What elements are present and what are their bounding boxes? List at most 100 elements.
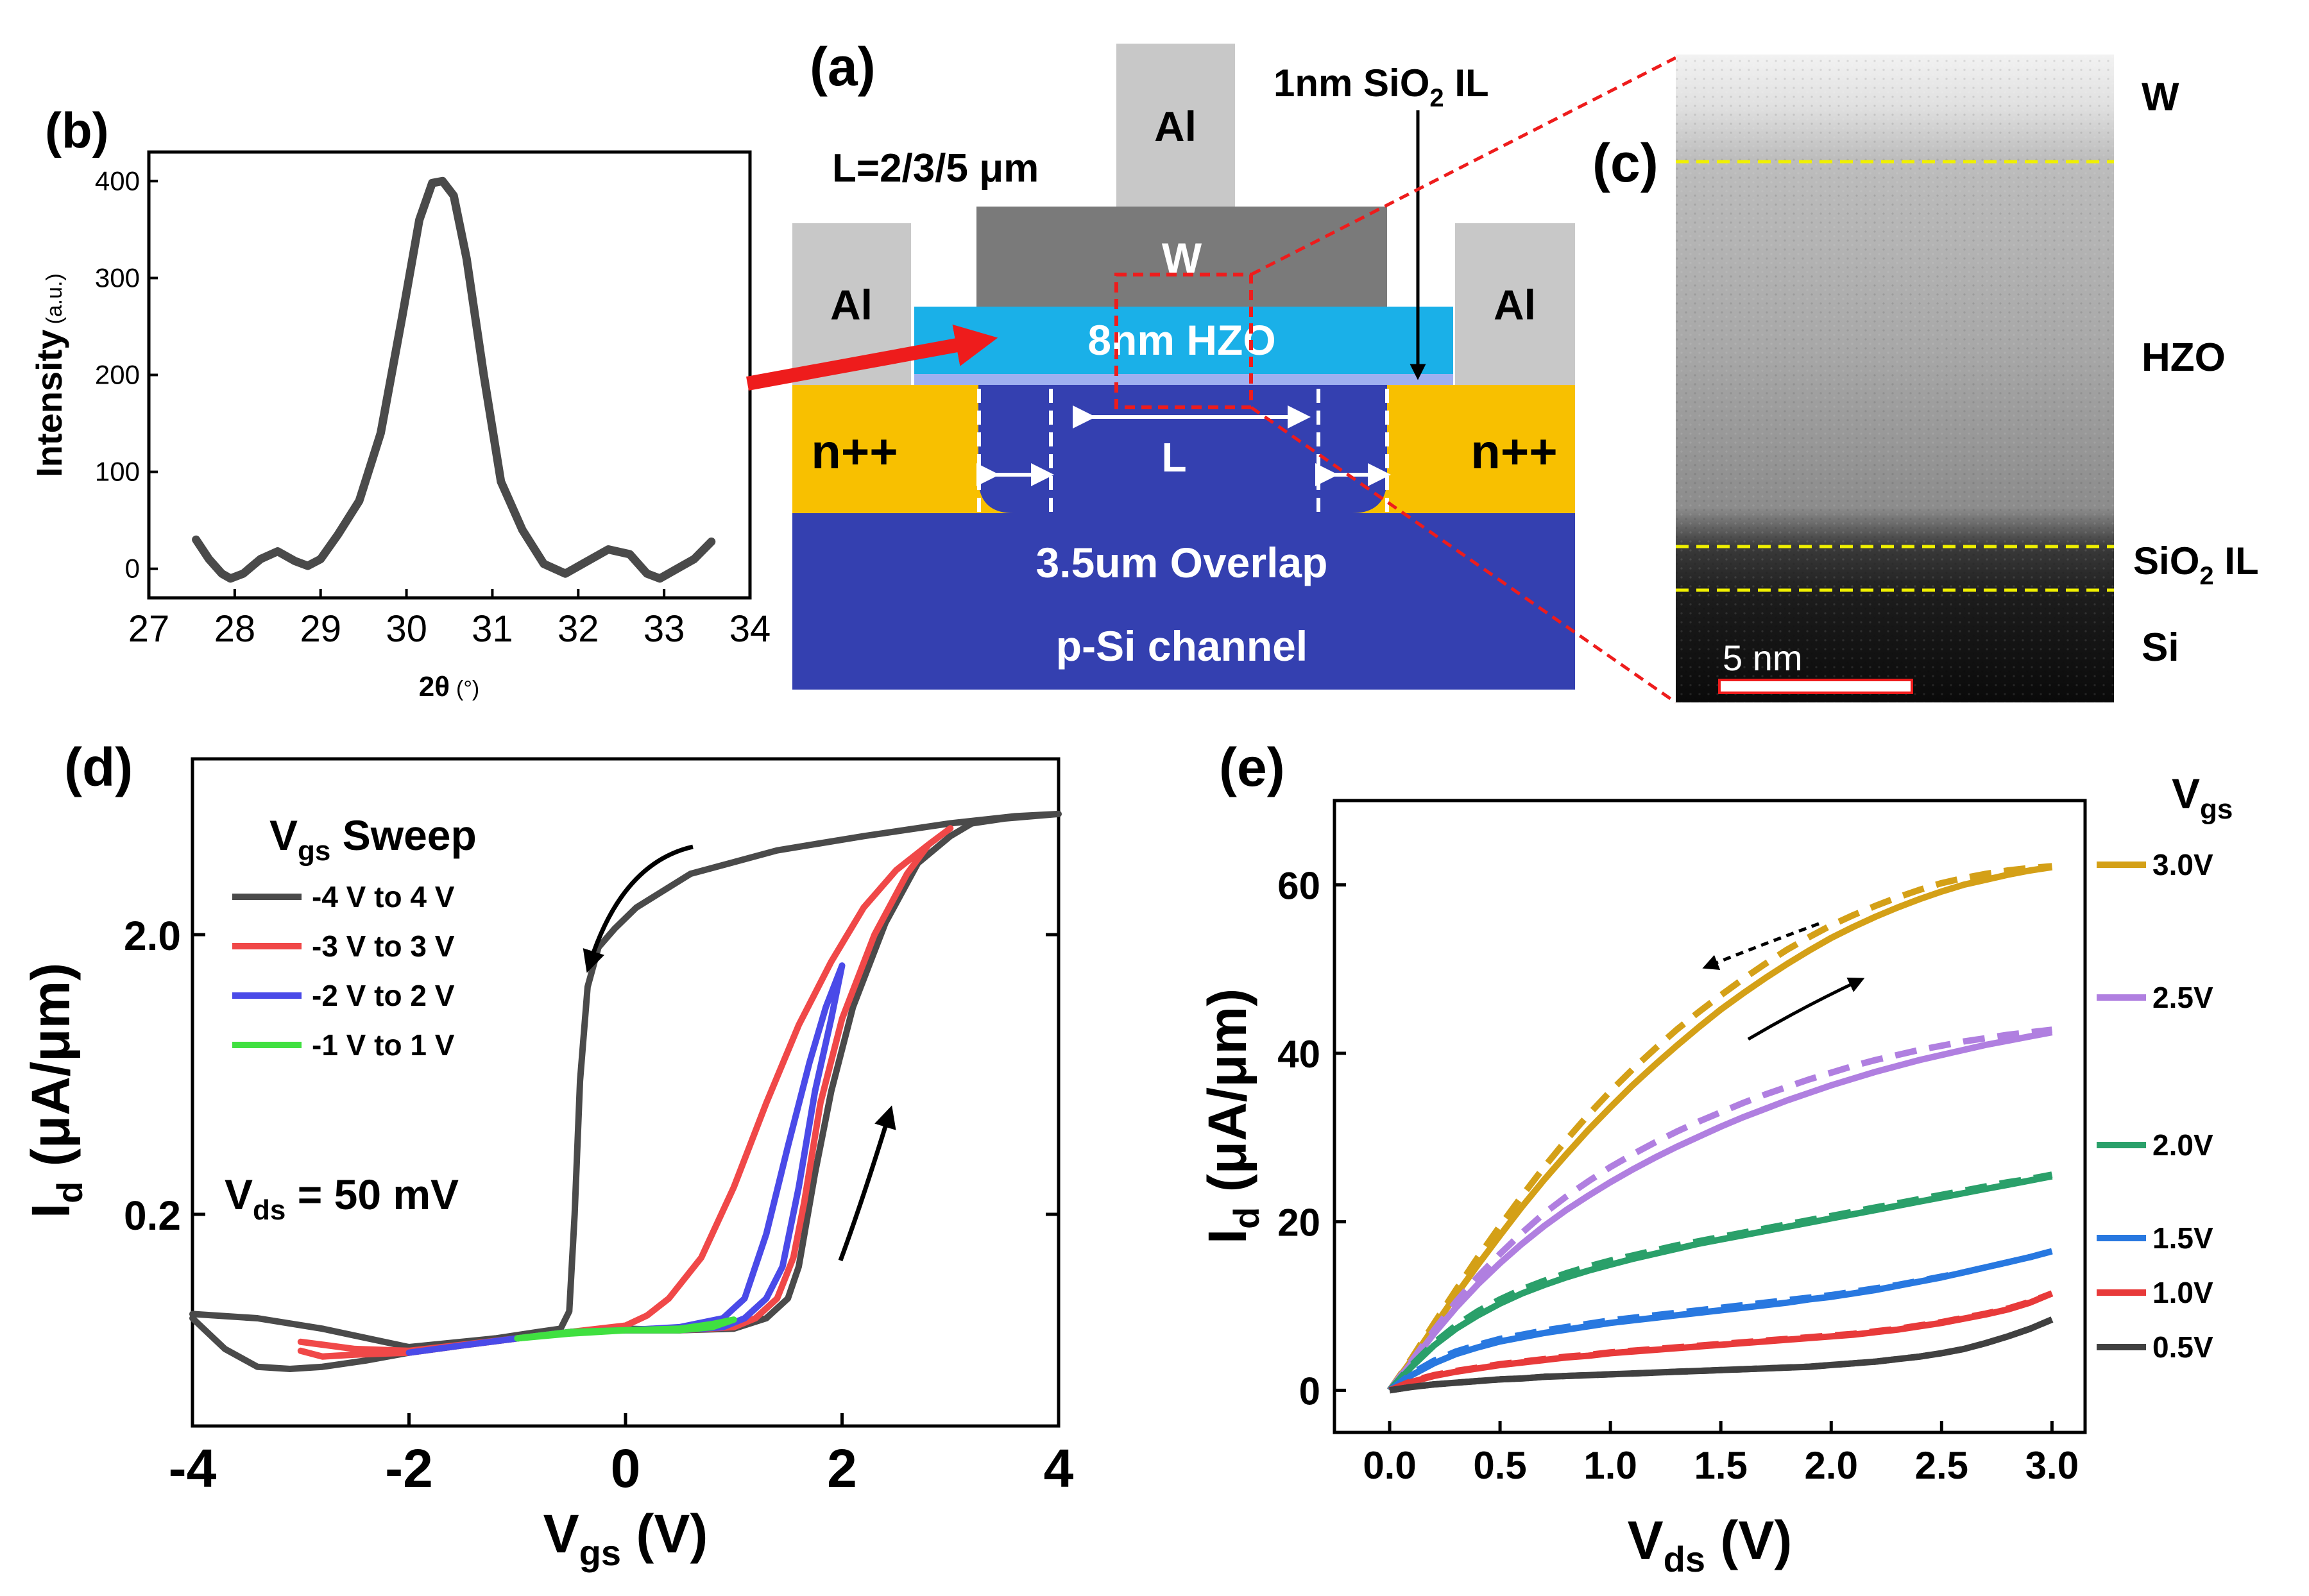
channel-label: p-Si channel (1056, 622, 1308, 670)
n-doped-right (1352, 385, 1575, 513)
xrd-x-tick-label: 31 (472, 608, 513, 650)
tem-sio2-label: SiO2 IL (2133, 539, 2259, 590)
output-forward-line (1387, 1173, 2053, 1393)
output-legend-title: Vgs (2172, 770, 2233, 825)
xrd-x-tick-label: 30 (386, 608, 427, 650)
transfer-x-tick-label: 0 (611, 1438, 641, 1498)
transfer-legend-label: -4 V to 4 V (312, 880, 455, 913)
transfer-xlabel: Vgs (V) (543, 1504, 708, 1573)
output-legend-label: 3.0V (2152, 848, 2213, 881)
tem-hzo-label: HZO (2142, 335, 2226, 380)
tem-w-label: W (2142, 75, 2179, 119)
al-right-label: Al (1494, 281, 1536, 328)
output-reverse-line (1388, 1290, 2054, 1393)
tem-scale-bar (1718, 679, 1913, 694)
transfer-legend: -4 V to 4 V -3 V to 3 V -2 V to 2 V -1 V to… (232, 880, 455, 1062)
tem-scale-label: 5 nm (1723, 638, 1803, 678)
output-forward-line (1387, 1029, 2053, 1393)
transfer-x-tick-label: 4 (1044, 1438, 1074, 1498)
output-y-tick-label: 20 (1277, 1201, 1320, 1244)
output-legend-label: 0.5V (2152, 1330, 2213, 1364)
xrd-x-tick-label: 27 (128, 608, 170, 650)
tem-zoom-line-bottom (1250, 405, 1677, 704)
xrd-x-tick-label: 28 (214, 608, 256, 650)
transfer-series-line (514, 1316, 737, 1342)
output-legend-label: 2.5V (2152, 981, 2213, 1014)
output-curves (1386, 863, 2054, 1394)
al-right-contact (1455, 223, 1575, 385)
transfer-tick-labels: -4 -2 0 2 4 0.2 2.0 (124, 913, 1074, 1498)
xrd-axis-ticks (148, 180, 751, 598)
n-right-label: n++ (1470, 425, 1557, 479)
tem-image-texture (1676, 55, 2114, 702)
tem-si-label: Si (2142, 625, 2179, 670)
xrd-y-tick-label: 400 (95, 166, 140, 196)
vds-annotation: Vds = 50 mV (225, 1171, 459, 1226)
xrd-pointer-arrow (746, 324, 998, 391)
output-ylabel: Id (μA/μm) (1197, 989, 1266, 1244)
xrd-xlabel: 2θ(°) (419, 671, 480, 702)
transfer-x-tick-label: -4 (169, 1438, 217, 1498)
transfer-axis-ticks (191, 933, 1061, 1426)
output-x-tick-label: 2.0 (1805, 1444, 1858, 1487)
transfer-legend-title: Vgs Sweep (269, 811, 477, 867)
transfer-legend-label: -1 V to 1 V (312, 1028, 455, 1062)
al-top-contact (1116, 44, 1235, 207)
xrd-x-tick-label: 29 (300, 608, 341, 650)
hzo-label: 8nm HZO (1087, 316, 1275, 364)
xrd-curve (192, 176, 716, 583)
transfer-curves (189, 810, 1062, 1372)
output-legend-label: 1.0V (2152, 1276, 2213, 1309)
output-x-tick-label: 1.0 (1583, 1444, 1637, 1487)
interlayer-sio2 (914, 373, 1453, 385)
panel-label-d: (d) (64, 737, 133, 797)
output-x-tick-label: 2.5 (1915, 1444, 1968, 1487)
w-gate-metal (976, 207, 1387, 307)
output-reverse-line (1389, 1316, 2054, 1394)
xrd-y-tick-label: 100 (95, 457, 140, 487)
gate-length-note: L=2/3/5 μm (832, 146, 1039, 191)
output-axis-ticks (1334, 883, 2054, 1432)
transfer-legend-label: -2 V to 2 V (312, 979, 455, 1012)
al-left-label: Al (830, 281, 873, 328)
xrd-x-tick-label: 33 (643, 608, 685, 650)
output-plot-frame (1333, 799, 2087, 1434)
output-y-tick-label: 60 (1277, 864, 1320, 907)
output-y-tick-label: 0 (1299, 1370, 1320, 1413)
output-legend-label: 1.5V (2152, 1221, 2213, 1255)
xrd-y-tick-label: 200 (95, 360, 140, 390)
transfer-y-tick-label: 0.2 (124, 1193, 181, 1239)
transfer-y-tick-label: 2.0 (124, 913, 181, 959)
xrd-ylabel: Intensity(a.u.) (29, 273, 69, 477)
xrd-plot-frame (147, 150, 752, 600)
output-sweep-arrows (1702, 922, 1865, 1041)
output-reverse-line (1387, 1248, 2053, 1393)
n-left-label: n++ (811, 425, 898, 479)
interlayer-label: 1nm SiO2 IL (1274, 62, 1489, 112)
tem-zoom-box (1114, 273, 1253, 409)
transfer-ylabel: Id (μA/μm) (21, 963, 90, 1218)
transfer-x-tick-label: 2 (827, 1438, 857, 1498)
transfer-legend-label: -3 V to 3 V (312, 930, 455, 963)
output-reverse-line (1386, 1026, 2052, 1393)
output-forward-line (1386, 863, 2053, 1393)
panel-label-e: (e) (1219, 737, 1285, 797)
output-reverse-line (1386, 863, 2052, 1393)
overlap-label: 3.5um Overlap (1036, 539, 1328, 586)
xrd-x-tick-label: 32 (558, 608, 599, 650)
panel-label-b: (b) (45, 102, 109, 158)
output-x-tick-label: 0.5 (1473, 1444, 1526, 1487)
output-x-tick-label: 3.0 (2025, 1444, 2079, 1487)
transfer-x-tick-label: -2 (385, 1438, 433, 1498)
output-forward-line (1389, 1316, 2054, 1394)
output-x-tick-label: 0.0 (1363, 1444, 1416, 1487)
output-legend: 3.0V2.5V2.0V1.5V1.0V0.5V (2097, 848, 2213, 1364)
hzo-layer (914, 307, 1453, 374)
xrd-y-tick-label: 0 (125, 554, 140, 584)
panel-label-c: (c) (1592, 133, 1658, 193)
n-doped-left (792, 385, 1014, 513)
output-reverse-line (1387, 1171, 2053, 1393)
